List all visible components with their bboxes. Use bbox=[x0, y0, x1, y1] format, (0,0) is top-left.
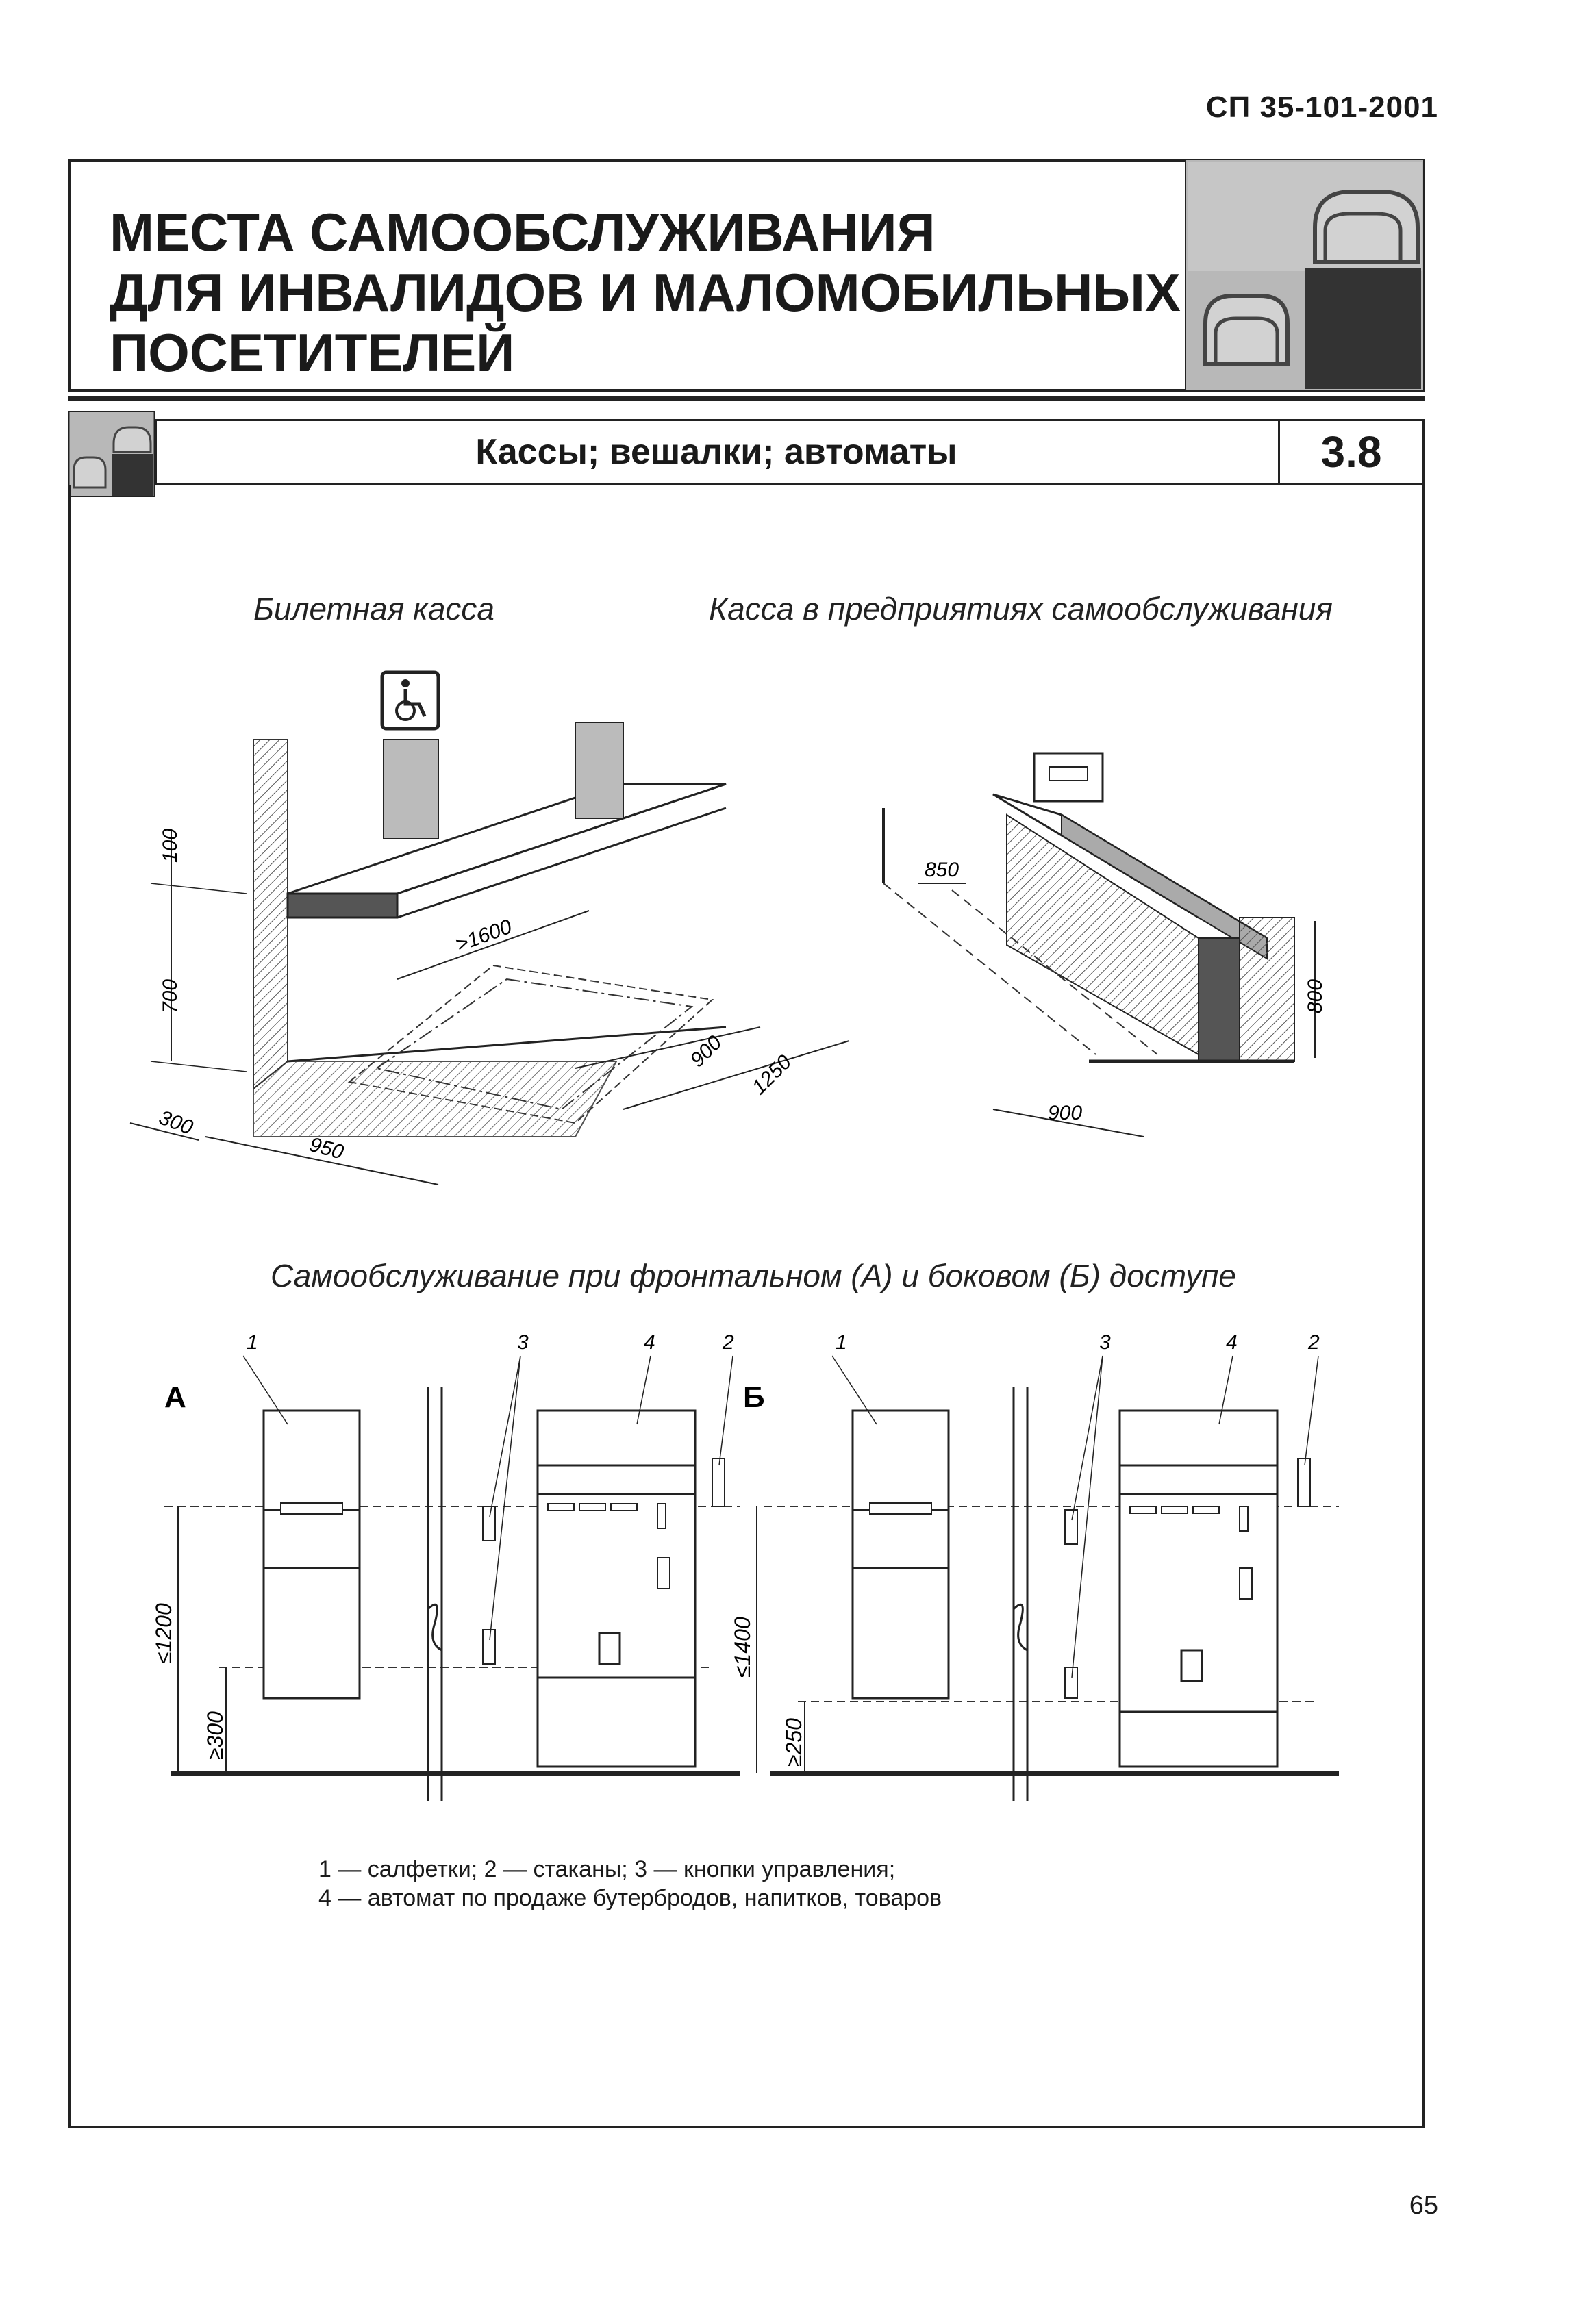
page-title-line-3: ПОСЕТИТЕЛЕЙ bbox=[110, 323, 515, 383]
callout-a-4: 4 bbox=[644, 1331, 655, 1354]
dim-1600: >1600 bbox=[453, 915, 515, 957]
page-number: 65 bbox=[1409, 2191, 1438, 2220]
dim-700: 700 bbox=[159, 979, 181, 1013]
dim-800: 800 bbox=[1304, 979, 1327, 1013]
page-title-line-1: МЕСТА САМООБСЛУЖИВАНИЯ bbox=[110, 202, 936, 262]
self-service-access-caption: Самообслуживание при фронтальном (А) и б… bbox=[271, 1258, 1236, 1293]
ticket-office-caption: Билетная касса bbox=[253, 591, 494, 627]
callout-b-2: 2 bbox=[1307, 1331, 1320, 1354]
dim-850: 850 bbox=[925, 859, 959, 881]
self-service-access-drawing: А 1 3 4 2 ≤1200 ≥300 bbox=[151, 1331, 1339, 1801]
callout-a-3: 3 bbox=[517, 1331, 529, 1354]
chair-section-icon bbox=[68, 411, 155, 497]
content-frame bbox=[68, 485, 1425, 2128]
panel-a: А 1 3 4 2 ≤1200 ≥300 bbox=[151, 1331, 740, 1801]
self-service-till-drawing: 850 800 900 bbox=[882, 752, 1327, 1137]
dim-b-250: ≥250 bbox=[781, 1718, 806, 1767]
dim-a-300: ≥300 bbox=[203, 1711, 227, 1760]
callout-b-4: 4 bbox=[1226, 1331, 1238, 1354]
chair-emblem-icon bbox=[1185, 159, 1425, 392]
ticket-office-drawing: 100 700 >1600 900 1250 300 950 bbox=[129, 670, 850, 1185]
page-title-line-2: ДЛЯ ИНВАЛИДОВ И МАЛОМОБИЛЬНЫХ bbox=[110, 262, 1181, 323]
dim-300: 300 bbox=[156, 1107, 197, 1139]
panel-b: Б 1 3 4 2 ≤1400 ≥250 bbox=[730, 1331, 1339, 1801]
dim-a-1200: ≤1200 bbox=[151, 1603, 176, 1664]
section-number: 3.8 bbox=[1320, 427, 1382, 477]
wheelchair-icon bbox=[395, 679, 427, 721]
dim-100: 100 bbox=[159, 829, 181, 863]
section-title: Кассы; вешалки; автоматы bbox=[475, 432, 957, 472]
title-rule bbox=[68, 396, 1425, 401]
callout-b-1: 1 bbox=[836, 1331, 847, 1354]
dim-b-1400: ≤1400 bbox=[730, 1617, 755, 1678]
legend-line-1: 1 — салфетки; 2 — стаканы; 3 — кнопки уп… bbox=[318, 1856, 896, 1882]
dim-900: 900 bbox=[686, 1031, 727, 1072]
section-header-box bbox=[155, 419, 1425, 485]
section-number-box bbox=[1278, 419, 1425, 485]
dim-900-till: 900 bbox=[1048, 1102, 1082, 1124]
dim-1250: 1250 bbox=[748, 1050, 796, 1099]
callout-a-1: 1 bbox=[247, 1331, 258, 1354]
callout-b-3: 3 bbox=[1099, 1331, 1111, 1354]
panel-b-label: Б bbox=[743, 1380, 765, 1414]
panel-a-label: А bbox=[164, 1380, 186, 1414]
document-code: СП 35-101-2001 bbox=[1205, 90, 1438, 124]
self-service-till-caption: Касса в предприятиях самообслуживания bbox=[709, 591, 1333, 627]
legend-line-2: 4 — автомат по продаже бутербродов, напи… bbox=[318, 1885, 942, 1911]
callout-a-2: 2 bbox=[722, 1331, 734, 1354]
